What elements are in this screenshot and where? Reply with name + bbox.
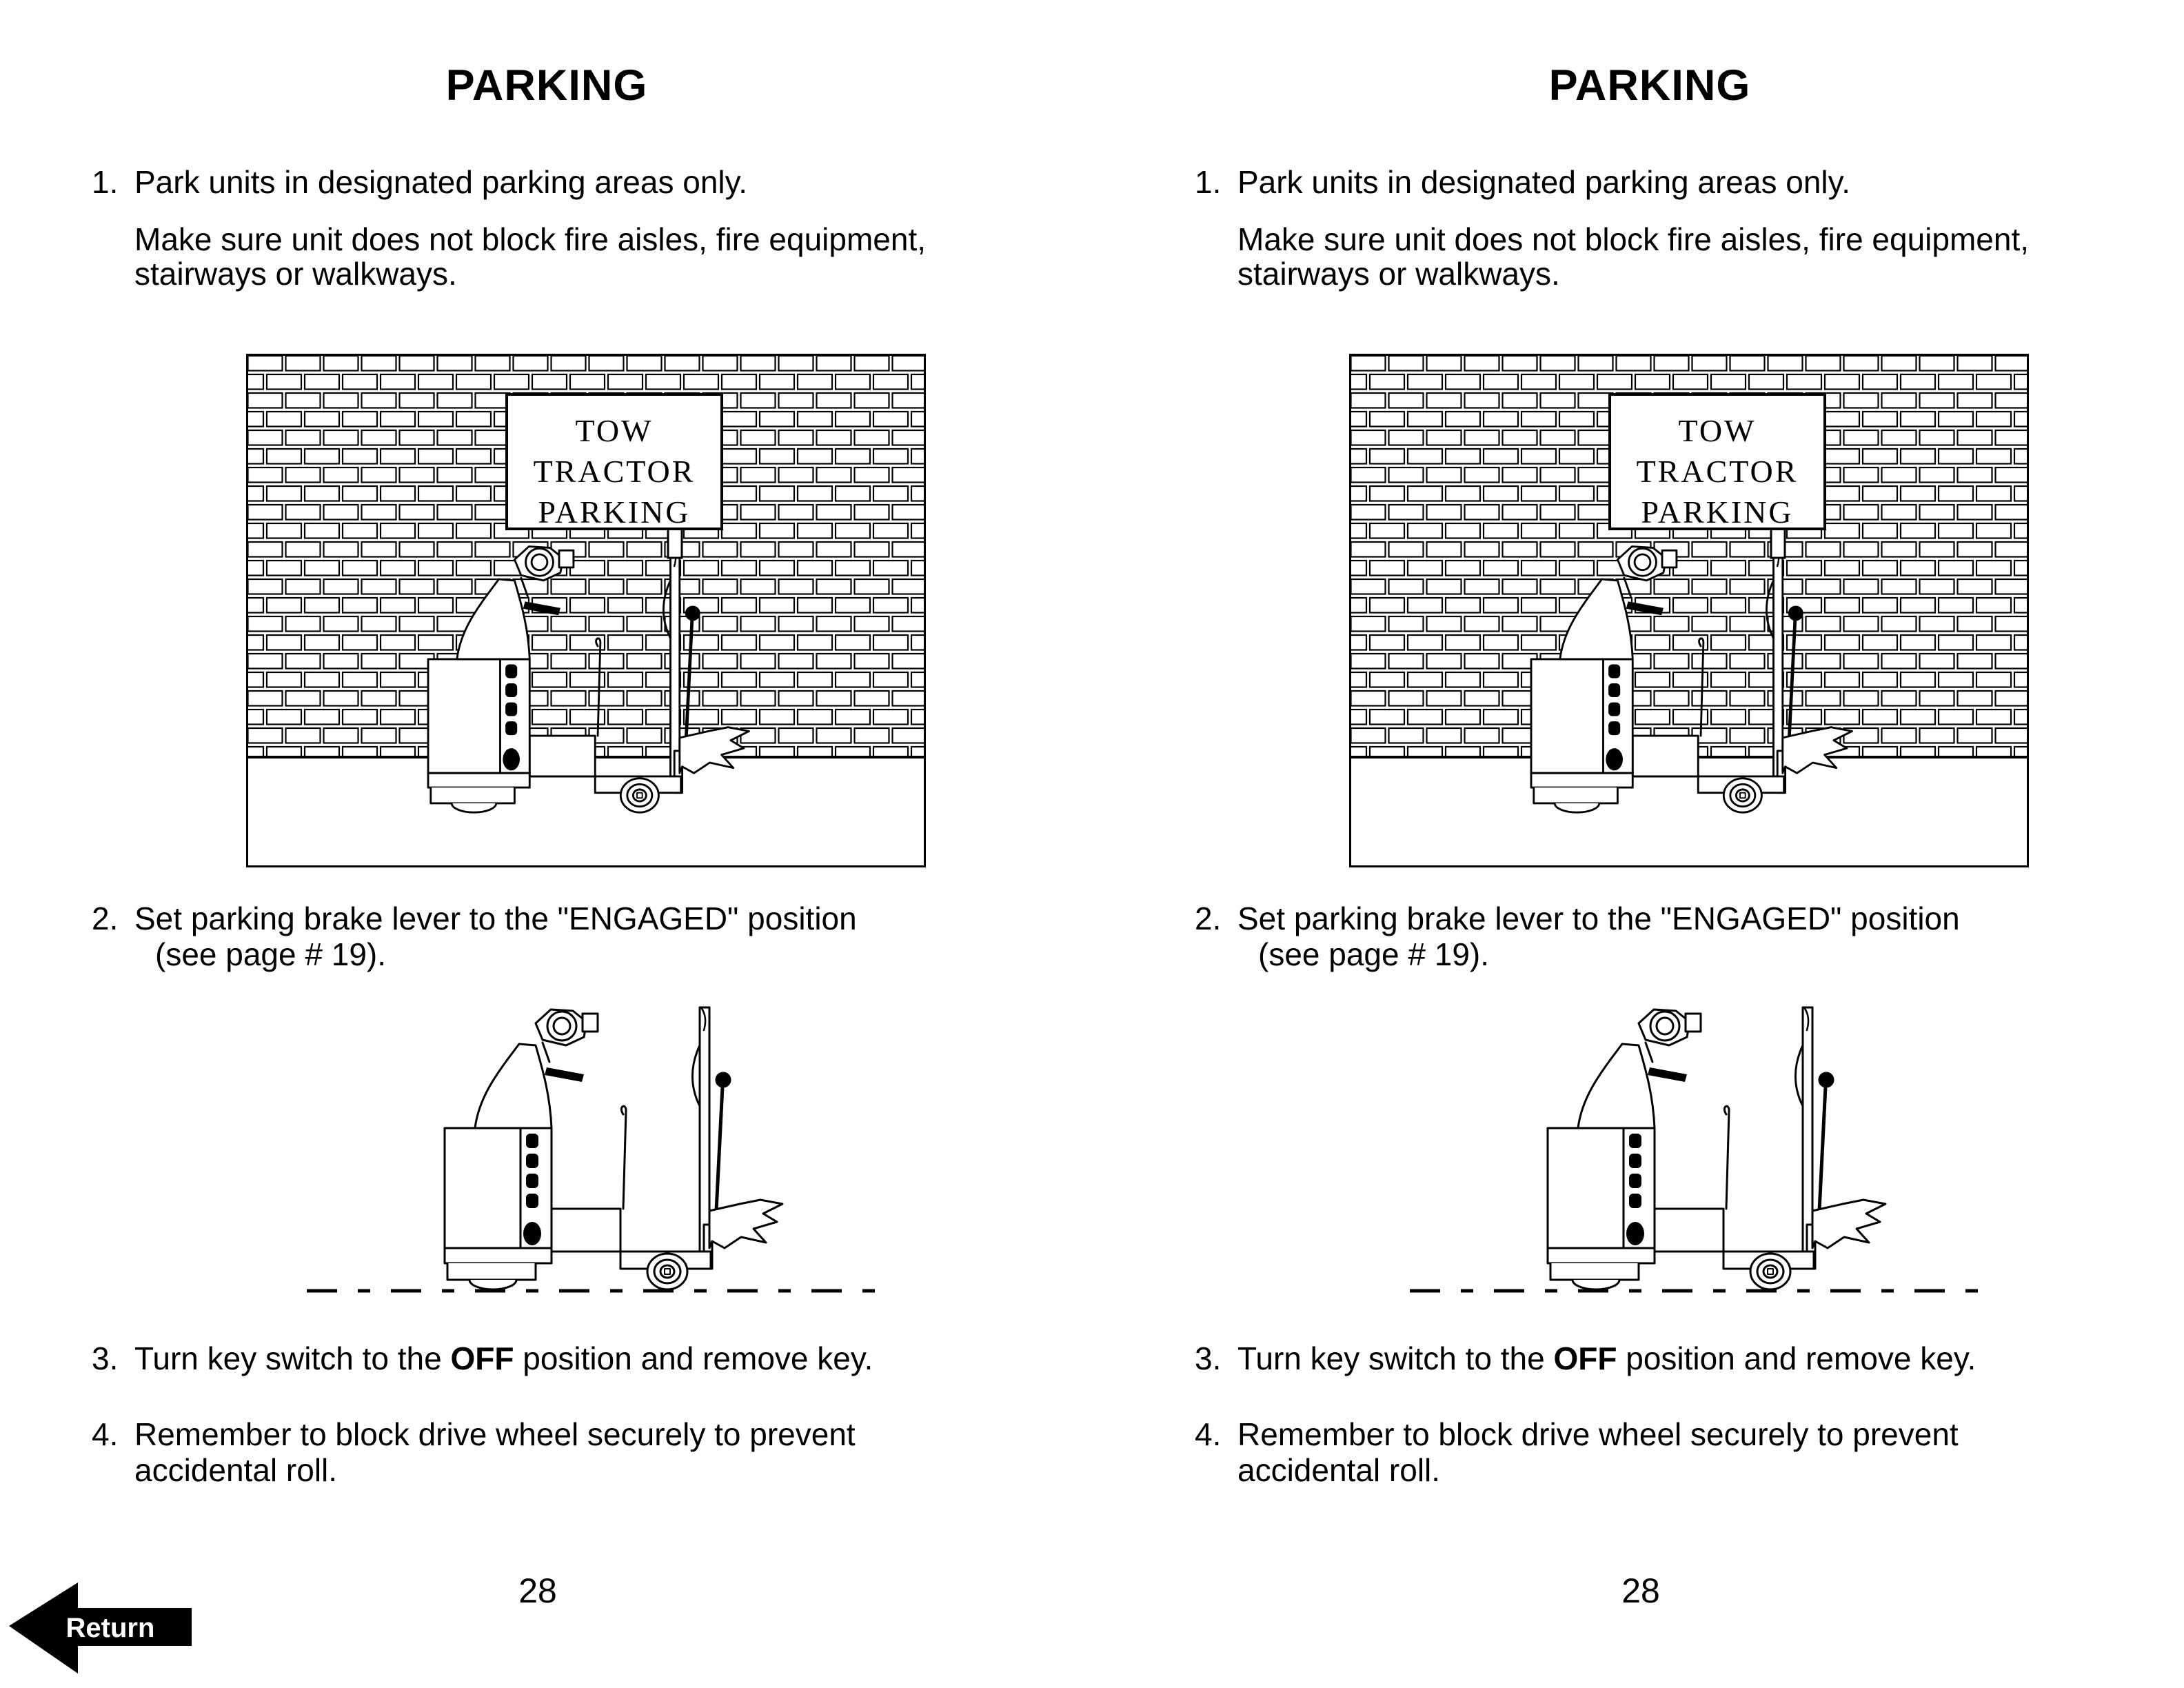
item-number: 4. [1195,1416,1222,1452]
item-number: 3. [1195,1340,1222,1376]
tow-tractor-icon [445,1007,782,1289]
instruction-item-4: 4. Remember to block drive wheel securel… [1195,1416,2174,1488]
return-button[interactable]: Return [3,1578,203,1680]
item-text: Remember to block drive wheel securely t… [1237,1416,1959,1452]
item-text: Park units in designated parking areas o… [134,164,748,200]
page-number: 28 [1621,1571,1660,1610]
parking-brake-illustration [1410,1001,1982,1293]
item-number: 2. [1195,901,1222,936]
sign-text: TOW [576,413,654,448]
sign-text: PARKING [538,494,690,530]
item-number: 4. [92,1416,119,1452]
manual-column-right: PARKING 1. Park units in designated park… [1103,0,2184,1688]
note-line: Make sure unit does not block fire aisle… [134,221,927,257]
page-title: PARKING [445,61,648,110]
illustration-border [246,354,926,867]
parking-area-illustration: TOW TRACTOR PARKING [246,354,926,867]
illustration-border [1349,354,2029,867]
note-line: stairways or walkways. [134,256,457,292]
note-line: stairways or walkways. [1237,256,1560,292]
tow-tractor-icon [1548,1007,1885,1289]
page-title: PARKING [1548,61,1751,110]
page-number: 28 [518,1571,557,1610]
note-line: Make sure unit does not block fire aisle… [1237,221,2030,257]
item-text: (see page # 19). [1258,936,1490,972]
manual-column-left: PARKING 1. Park units in designated park… [0,0,1081,1688]
item-text: Set parking brake lever to the "ENGAGED"… [134,901,857,936]
instruction-item-4: 4. Remember to block drive wheel securel… [92,1416,1071,1488]
item-number: 1. [1195,164,1222,200]
instruction-item-3: 3. Turn key switch to the OFF position a… [92,1340,1071,1376]
item-number: 1. [92,164,119,200]
sign-post [667,525,683,559]
instruction-item-1: 1. Park units in designated parking area… [92,164,1057,200]
sign-text: PARKING [1641,494,1793,530]
sign-text: TRACTOR [1637,454,1799,489]
sign-text: TRACTOR [534,454,696,489]
item-text: Park units in designated parking areas o… [1237,164,1851,200]
item-text: Turn key switch to the OFF position and … [1237,1340,1976,1376]
instruction-item-1: 1. Park units in designated parking area… [1195,164,2160,200]
sign-text: TOW [1679,413,1757,448]
instruction-item-3: 3. Turn key switch to the OFF position a… [1195,1340,2174,1376]
item-text: accidental roll. [1237,1452,1441,1488]
item-text: accidental roll. [134,1452,338,1488]
parking-brake-illustration [307,1001,879,1293]
item-1-note: Make sure unit does not block fire aisle… [1237,222,2029,291]
parking-sign [505,393,723,530]
item-text: Remember to block drive wheel securely t… [134,1416,856,1452]
item-number: 3. [92,1340,119,1376]
item-number: 2. [92,901,119,936]
item-1-note: Make sure unit does not block fire aisle… [134,222,926,291]
return-arrow-icon [9,1582,192,1674]
parking-area-illustration: TOW TRACTOR PARKING [1349,354,2029,867]
instruction-item-2: 2. Set parking brake lever to the "ENGAG… [92,901,1057,972]
instruction-item-2: 2. Set parking brake lever to the "ENGAG… [1195,901,2160,972]
parking-sign [1608,393,1826,530]
item-text: Turn key switch to the OFF position and … [134,1340,873,1376]
item-text: (see page # 19). [155,936,387,972]
return-button-label: Return [66,1613,155,1643]
item-text: Set parking brake lever to the "ENGAGED"… [1237,901,1960,936]
sign-post [1770,525,1786,559]
